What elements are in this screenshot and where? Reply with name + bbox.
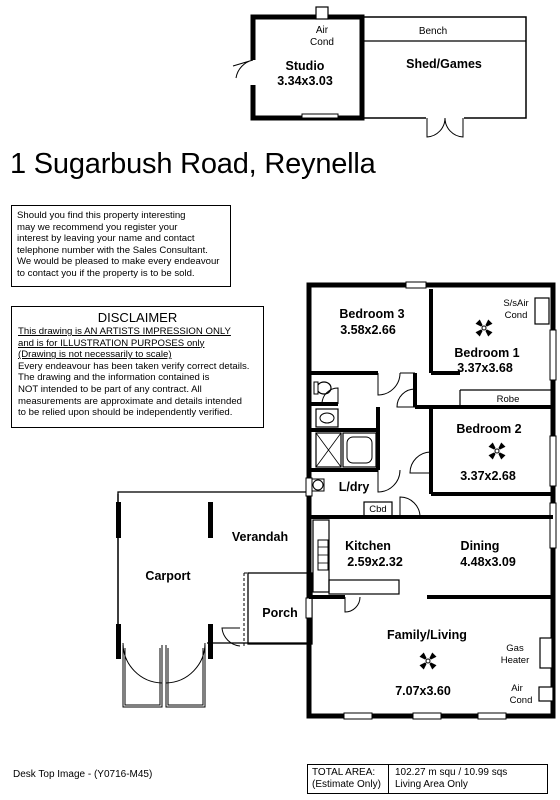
dining-size: 4.48x3.09 <box>460 555 516 569</box>
disclaimer-line-2: and is for ILLUSTRATION PURPOSES only <box>18 337 205 349</box>
bed2-size: 3.37x2.68 <box>460 469 516 483</box>
studio-aircond-label-2: Cond <box>310 37 334 48</box>
bed2-name: Bedroom 2 <box>456 422 521 436</box>
family-size: 7.07x3.60 <box>395 684 451 698</box>
bench-label: Bench <box>419 26 447 37</box>
cupboard <box>363 501 393 517</box>
disclaimer-box: DISCLAIMER This drawing is AN ARTISTS IM… <box>11 306 264 428</box>
shed-label: Shed/Games <box>406 57 482 71</box>
ceiling-fan-icon <box>419 652 437 670</box>
bath-fixture <box>342 432 377 468</box>
kitchen-name: Kitchen <box>345 539 391 553</box>
interest-note: Should you find this property interestin… <box>11 205 231 287</box>
bed3-name: Bedroom 3 <box>339 307 404 321</box>
toilet-fixture <box>316 381 332 395</box>
kitchen-bench <box>312 519 330 593</box>
disclaimer-line-3: (Drawing is not necessarily to scale) <box>18 349 172 361</box>
verandah-carport-outline <box>117 491 311 644</box>
verandah-label: Verandah <box>232 530 288 544</box>
studio-name: Studio <box>286 59 325 73</box>
aircond2-label-1: Air <box>511 683 523 694</box>
studio-size: 3.34x3.03 <box>277 74 333 88</box>
gas-heater-label-2: Heater <box>501 655 530 666</box>
family-name: Family/Living <box>387 628 467 642</box>
dining-name: Dining <box>461 539 500 553</box>
cupboard-label: Cbd <box>369 504 386 515</box>
total-area-box: TOTAL AREA: (Estimate Only) 102.27 m squ… <box>307 764 548 794</box>
bed1-name: Bedroom 1 <box>454 346 519 360</box>
interest-text: Should you find this property interestin… <box>17 210 220 279</box>
laundry-label: L/dry <box>339 480 370 494</box>
disclaimer-line-1: This drawing is AN ARTISTS IMPRESSION ON… <box>18 326 231 337</box>
image-reference: Desk Top Image - (Y0716-M45) <box>13 769 153 780</box>
ssair-label-1: S/sAir <box>503 298 528 309</box>
studio-aircond-unit <box>315 6 329 20</box>
total-area-value: 102.27 m squ / 10.99 sqs <box>395 767 508 778</box>
property-address-title: 1 Sugarbush Road, Reynella <box>10 148 376 180</box>
ceiling-fan-icon <box>488 442 506 460</box>
aircond2-label-2: Cond <box>510 695 533 706</box>
carport-label: Carport <box>145 569 191 583</box>
ssair-label-2: Cond <box>505 310 528 321</box>
robe-label: Robe <box>497 394 520 405</box>
total-area-label: TOTAL AREA: <box>312 767 376 778</box>
bed1-size: 3.37x3.68 <box>457 361 513 375</box>
disclaimer-body: Every endeavour has been taken verify co… <box>18 360 250 419</box>
shower-fixture <box>315 432 342 468</box>
porch-label: Porch <box>262 606 297 620</box>
total-area-note: (Estimate Only) <box>312 779 381 790</box>
gas-heater-label-1: Gas <box>506 643 524 654</box>
living-area-note: Living Area Only <box>395 779 468 790</box>
disclaimer-heading: DISCLAIMER <box>97 310 178 325</box>
kitchen-size: 2.59x2.32 <box>347 555 403 569</box>
bed3-size: 3.58x2.66 <box>340 323 396 337</box>
house-outer-walls <box>306 282 556 719</box>
studio-aircond-label-1: Air <box>316 25 329 36</box>
ceiling-fan-icon <box>475 319 493 337</box>
